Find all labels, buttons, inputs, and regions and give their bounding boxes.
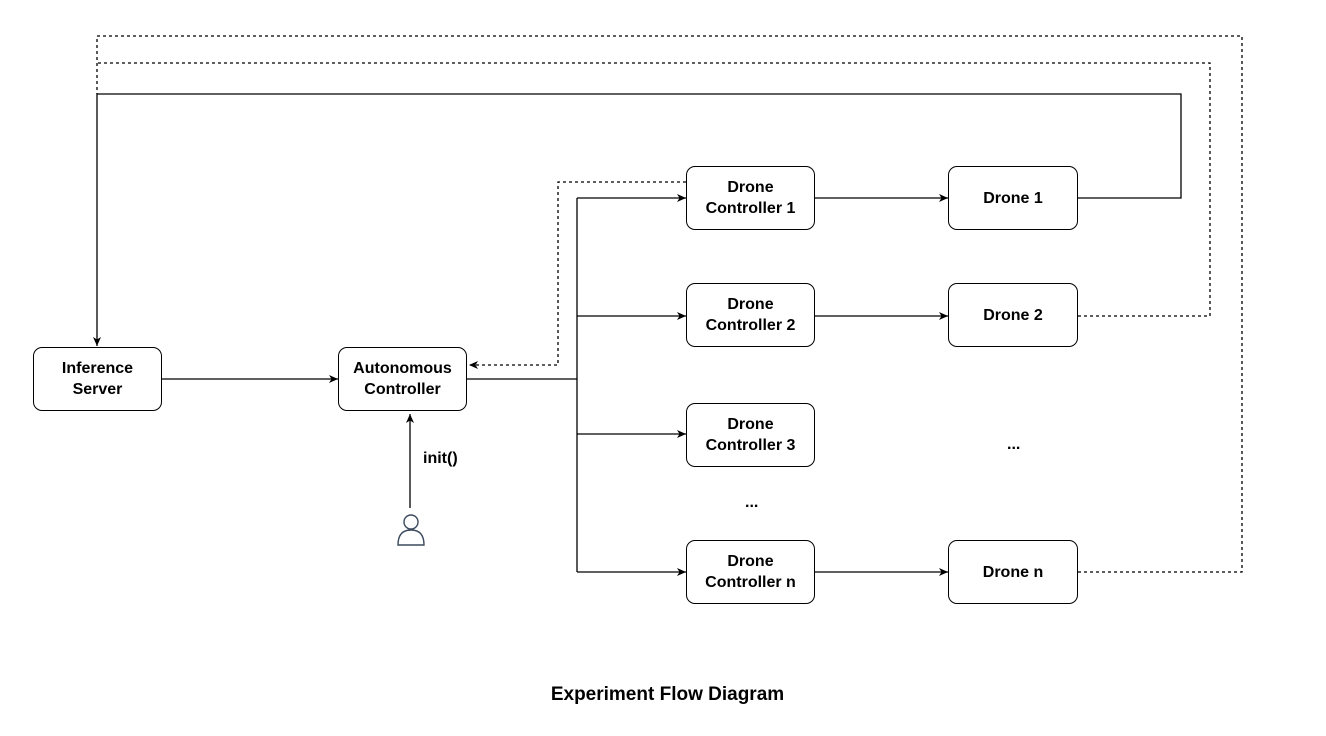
node-label: Drone Controller n: [705, 553, 796, 591]
node-autonomous-controller: Autonomous Controller: [338, 347, 467, 411]
edge-dc1-to-autonomous-dashed: [469, 181, 686, 369]
edge-drone-n-feedback: [96, 35, 1243, 573]
node-drone-n: Drone n: [948, 540, 1078, 604]
ellipsis-drones: ...: [1007, 436, 1021, 453]
ellipsis-controllers: ...: [745, 494, 759, 511]
edge-drone-1-feedback: [93, 93, 1182, 346]
init-label: init(): [423, 450, 458, 467]
node-label: Inference Server: [61, 360, 134, 398]
node-label: Drone n: [982, 563, 1044, 581]
node-label: Drone Controller 2: [705, 296, 796, 334]
node-drone-controller-n: Drone Controller n: [686, 540, 815, 604]
node-drone-1: Drone 1: [948, 166, 1078, 230]
node-label: Drone 1: [983, 189, 1043, 207]
user-icon: [397, 514, 425, 546]
node-label: Drone 2: [983, 306, 1043, 324]
node-inference-server: Inference Server: [33, 347, 162, 411]
node-drone-controller-1: Drone Controller 1: [686, 166, 815, 230]
edge-drone-2-feedback: [97, 62, 1211, 317]
node-label: Drone Controller 3: [705, 416, 796, 454]
node-label: Autonomous Controller: [353, 360, 452, 398]
diagram-title: Experiment Flow Diagram: [550, 684, 785, 705]
node-label: Drone Controller 1: [705, 179, 796, 217]
node-drone-controller-2: Drone Controller 2: [686, 283, 815, 347]
node-drone-controller-3: Drone Controller 3: [686, 403, 815, 467]
node-drone-2: Drone 2: [948, 283, 1078, 347]
